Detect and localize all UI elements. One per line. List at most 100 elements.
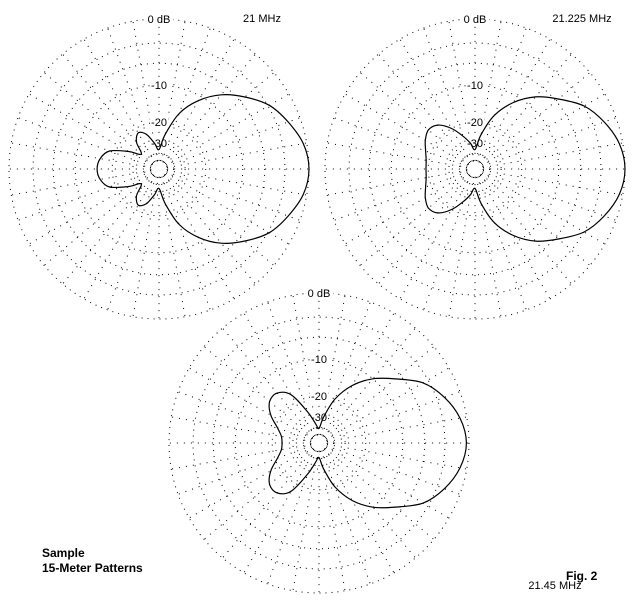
grid-radial xyxy=(326,391,461,441)
grid-radial xyxy=(166,117,301,167)
grid-radial xyxy=(399,38,472,163)
grid-radial xyxy=(166,142,307,169)
ring-label: 0 dB xyxy=(148,14,171,26)
ring-label-bg xyxy=(466,136,484,149)
grid-radial xyxy=(321,301,371,436)
grid-radial xyxy=(482,117,617,167)
grid-radial xyxy=(333,171,468,221)
polar-plot-2: 0 dB -10 -20 -30 21.225 MHz xyxy=(324,13,626,320)
grid-radial xyxy=(482,169,623,196)
ring-label: -10 xyxy=(467,80,483,92)
pattern-trace xyxy=(96,94,310,244)
grid-radial xyxy=(132,176,159,317)
grid-radial xyxy=(267,450,317,585)
grid-radial xyxy=(203,346,314,439)
ring-label-bg xyxy=(310,390,328,403)
ring-label: -30 xyxy=(151,138,167,150)
grid-ring xyxy=(390,84,560,254)
ring-label: -20 xyxy=(467,117,483,129)
grid-radial xyxy=(478,175,551,300)
grid-radial xyxy=(164,173,275,266)
grid-ring xyxy=(310,434,328,452)
grid-radial xyxy=(267,301,317,436)
grid-ring xyxy=(448,142,502,196)
grid-radial xyxy=(243,449,316,574)
grid-radial xyxy=(323,448,416,559)
grid-radial xyxy=(62,53,155,164)
grid-radial xyxy=(324,346,435,439)
grid-ring xyxy=(303,427,335,459)
grid-radial xyxy=(188,367,313,440)
caption-line1: Sample xyxy=(42,546,85,560)
ring-label-bg xyxy=(150,136,168,149)
grid-radial xyxy=(222,327,315,438)
grid-radial xyxy=(319,450,346,591)
grid-radial xyxy=(448,21,475,162)
grid-radial xyxy=(171,443,312,470)
ring-label-bg xyxy=(150,79,168,92)
grid-ring xyxy=(32,42,286,296)
ring-label: 0 dB xyxy=(464,14,487,26)
grid-radial xyxy=(292,295,319,436)
grid-radial xyxy=(399,175,472,300)
grid-radial xyxy=(327,142,468,169)
grid-radial xyxy=(475,21,502,162)
grid-radial xyxy=(171,416,312,443)
grid-radial xyxy=(177,445,312,495)
grid-radial xyxy=(43,72,154,165)
grid-radial xyxy=(165,172,290,245)
grid-radial xyxy=(480,173,591,266)
grid-radial xyxy=(326,443,467,470)
ring-label-bg xyxy=(145,13,173,25)
grid-ring xyxy=(234,358,404,528)
grid-radial xyxy=(481,93,606,166)
grid-radial xyxy=(333,117,468,167)
grid-radial xyxy=(480,72,591,165)
grid-radial xyxy=(203,447,314,540)
grid-radial xyxy=(359,72,470,165)
ring-label: -20 xyxy=(311,391,327,403)
grid-ring xyxy=(292,416,346,470)
grid-radial xyxy=(166,169,307,196)
grid-radial xyxy=(344,93,469,166)
grid-radial xyxy=(359,173,470,266)
grid-radial xyxy=(477,176,527,311)
grid-radial xyxy=(164,72,275,165)
grid-radial xyxy=(43,173,154,266)
grid-radial xyxy=(378,53,471,164)
caption-line2: 15-Meter Patterns xyxy=(42,561,143,575)
ring-label: -20 xyxy=(151,117,167,129)
grid-radial xyxy=(482,171,617,221)
grid-radial xyxy=(479,174,572,285)
grid-ring xyxy=(348,42,602,296)
grid-radial xyxy=(322,312,395,437)
grid-radial xyxy=(166,171,301,221)
grid-radial xyxy=(132,21,159,162)
grid-radial xyxy=(28,93,153,166)
grid-radial xyxy=(482,142,623,169)
grid-radial xyxy=(479,53,572,164)
grid-ring xyxy=(150,160,168,178)
grid-radial xyxy=(188,446,313,519)
ring-label-bg xyxy=(466,116,484,129)
grid-radial xyxy=(344,172,469,245)
ring-label-bg xyxy=(305,287,333,299)
grid-radial xyxy=(448,176,475,317)
grid-radial xyxy=(323,327,416,438)
grid-radial xyxy=(83,38,156,163)
grid-radial xyxy=(477,27,527,162)
grid-ring xyxy=(459,153,491,185)
figure-number: Fig. 2 xyxy=(566,569,598,583)
grid-radial xyxy=(11,142,152,169)
frequency-label: 21.225 MHz xyxy=(552,13,611,25)
grid-radial xyxy=(423,27,473,162)
ring-label: -30 xyxy=(311,412,327,424)
grid-ring xyxy=(368,62,582,276)
grid-radial xyxy=(222,448,315,559)
grid-radial xyxy=(163,174,256,285)
grid-ring xyxy=(212,336,426,550)
ring-label: -30 xyxy=(467,138,483,150)
